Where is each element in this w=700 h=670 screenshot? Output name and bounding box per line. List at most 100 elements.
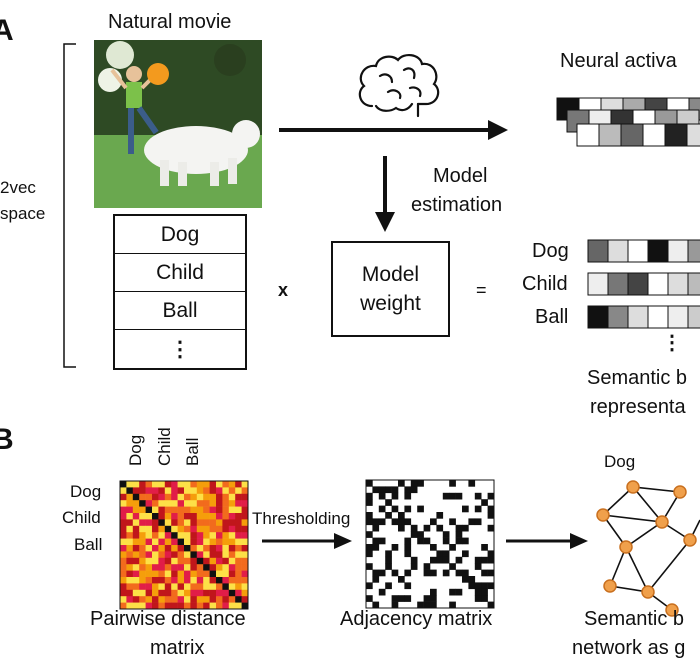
adjacency-cell [366, 518, 373, 526]
heatmap-cell [145, 525, 153, 533]
word-cell-child: Child [115, 254, 245, 292]
heatmap-cell [216, 545, 223, 552]
adjacency-cell [487, 512, 495, 519]
adjacency-cell [487, 492, 495, 500]
heatmap-cell [158, 493, 166, 501]
heatmap-cell [190, 589, 198, 597]
adjacency-cell [487, 505, 495, 513]
heatmap-cell [241, 596, 249, 603]
heatmap-cell [196, 596, 204, 603]
heatmap-cell [196, 525, 204, 533]
heatmap-cell [196, 557, 204, 565]
heatmap-cell [120, 564, 127, 571]
heatmap-cell [158, 525, 166, 533]
heatmap-cell [132, 493, 140, 501]
heatmap-cell [152, 583, 159, 591]
heatmap-cell [132, 564, 140, 571]
heatmap-cell [158, 519, 166, 527]
adjacency-cell [468, 576, 476, 583]
arrow-model-estimation [375, 156, 395, 232]
heatmap-cell [145, 487, 153, 495]
heatmap-cell [241, 602, 249, 610]
heatmap-cell [228, 557, 236, 565]
heatmap-cell [209, 513, 217, 520]
heatmap-cell [164, 583, 172, 591]
heatmap-cell [171, 583, 178, 591]
adjacency-cell [487, 550, 495, 558]
heatmap-cell [171, 589, 178, 597]
arrow-thresholding [262, 533, 352, 549]
heatmap-cell [132, 583, 140, 591]
space-label-line1: 2vec [0, 178, 36, 197]
col-label-child: Child [155, 427, 174, 466]
heatmap-cell [126, 519, 134, 527]
heatmap-cell [228, 532, 236, 539]
adjacency-cell [404, 582, 412, 590]
heatmap-cell [126, 506, 134, 514]
adjacency-cell [474, 582, 482, 590]
heatmap-cell [139, 525, 146, 533]
heatmap-cell [152, 538, 159, 546]
heatmap-cell [235, 487, 242, 495]
pairwise-distance-heatmap [120, 481, 249, 610]
heatmap-cell [164, 577, 172, 584]
heatmap-cell [190, 487, 198, 495]
heatmap-cell [196, 532, 204, 539]
adjacency-cell [481, 569, 488, 577]
heatmap-cell [139, 538, 146, 546]
heatmap-cell [235, 596, 242, 603]
heatmap-cell [228, 570, 236, 578]
heatmap-cell [158, 487, 166, 495]
heatmap-cell [158, 513, 166, 520]
heatmap-cell [152, 487, 159, 495]
heatmap-cell [132, 538, 140, 546]
heatmap-cell [235, 513, 242, 520]
adjacency-cell [487, 569, 495, 577]
heatmap-cell [177, 577, 185, 584]
heatmap-cell [177, 506, 185, 514]
result-word-child: Child [522, 273, 568, 295]
row-label-child: Child [62, 508, 101, 527]
heatmap-cell [216, 525, 223, 533]
adjacency-cell [410, 486, 418, 494]
heatmap-cell [152, 513, 159, 520]
heatmap-cell [190, 564, 198, 571]
heatmap-cell [203, 602, 210, 610]
heatmap-cell [196, 583, 204, 591]
adjacency-cell [378, 569, 386, 577]
adjacency-cell [442, 531, 450, 538]
arrow-to-network [506, 533, 588, 549]
adjacency-cell [398, 595, 405, 602]
heatmap-cell [132, 500, 140, 507]
heatmap-cell [235, 583, 242, 591]
heatmap-cell [164, 551, 172, 559]
heatmap-cell [241, 564, 249, 571]
heatmap-cell [228, 506, 236, 514]
adjacency-cell [366, 499, 373, 506]
heatmap-cell [164, 602, 172, 610]
adjacency-cell [423, 563, 431, 570]
heatmap-cell [120, 577, 127, 584]
adjacency-cell [385, 499, 392, 506]
adjacency-cell [398, 480, 405, 487]
heatmap-cell [132, 570, 140, 578]
heatmap-cell [196, 551, 204, 559]
heatmap-cell [184, 538, 191, 546]
heatmap-cell [120, 493, 127, 501]
heatmap-cell [171, 506, 178, 514]
adjacency-cell [378, 518, 386, 526]
heatmap-cell [120, 570, 127, 578]
heatmap-cell [132, 506, 140, 514]
heatmap-cell [228, 481, 236, 488]
heatmap-cell [203, 545, 210, 552]
heatmap-cell [241, 538, 249, 546]
heatmap-cell [216, 538, 223, 546]
heatmap-cell [139, 564, 146, 571]
heatmap-cell [158, 538, 166, 546]
heatmap-cell [190, 538, 198, 546]
heatmap-cell [190, 506, 198, 514]
heatmap-cell [241, 506, 249, 514]
heatmap-cell [164, 481, 172, 488]
adjacency-cell [417, 537, 424, 545]
